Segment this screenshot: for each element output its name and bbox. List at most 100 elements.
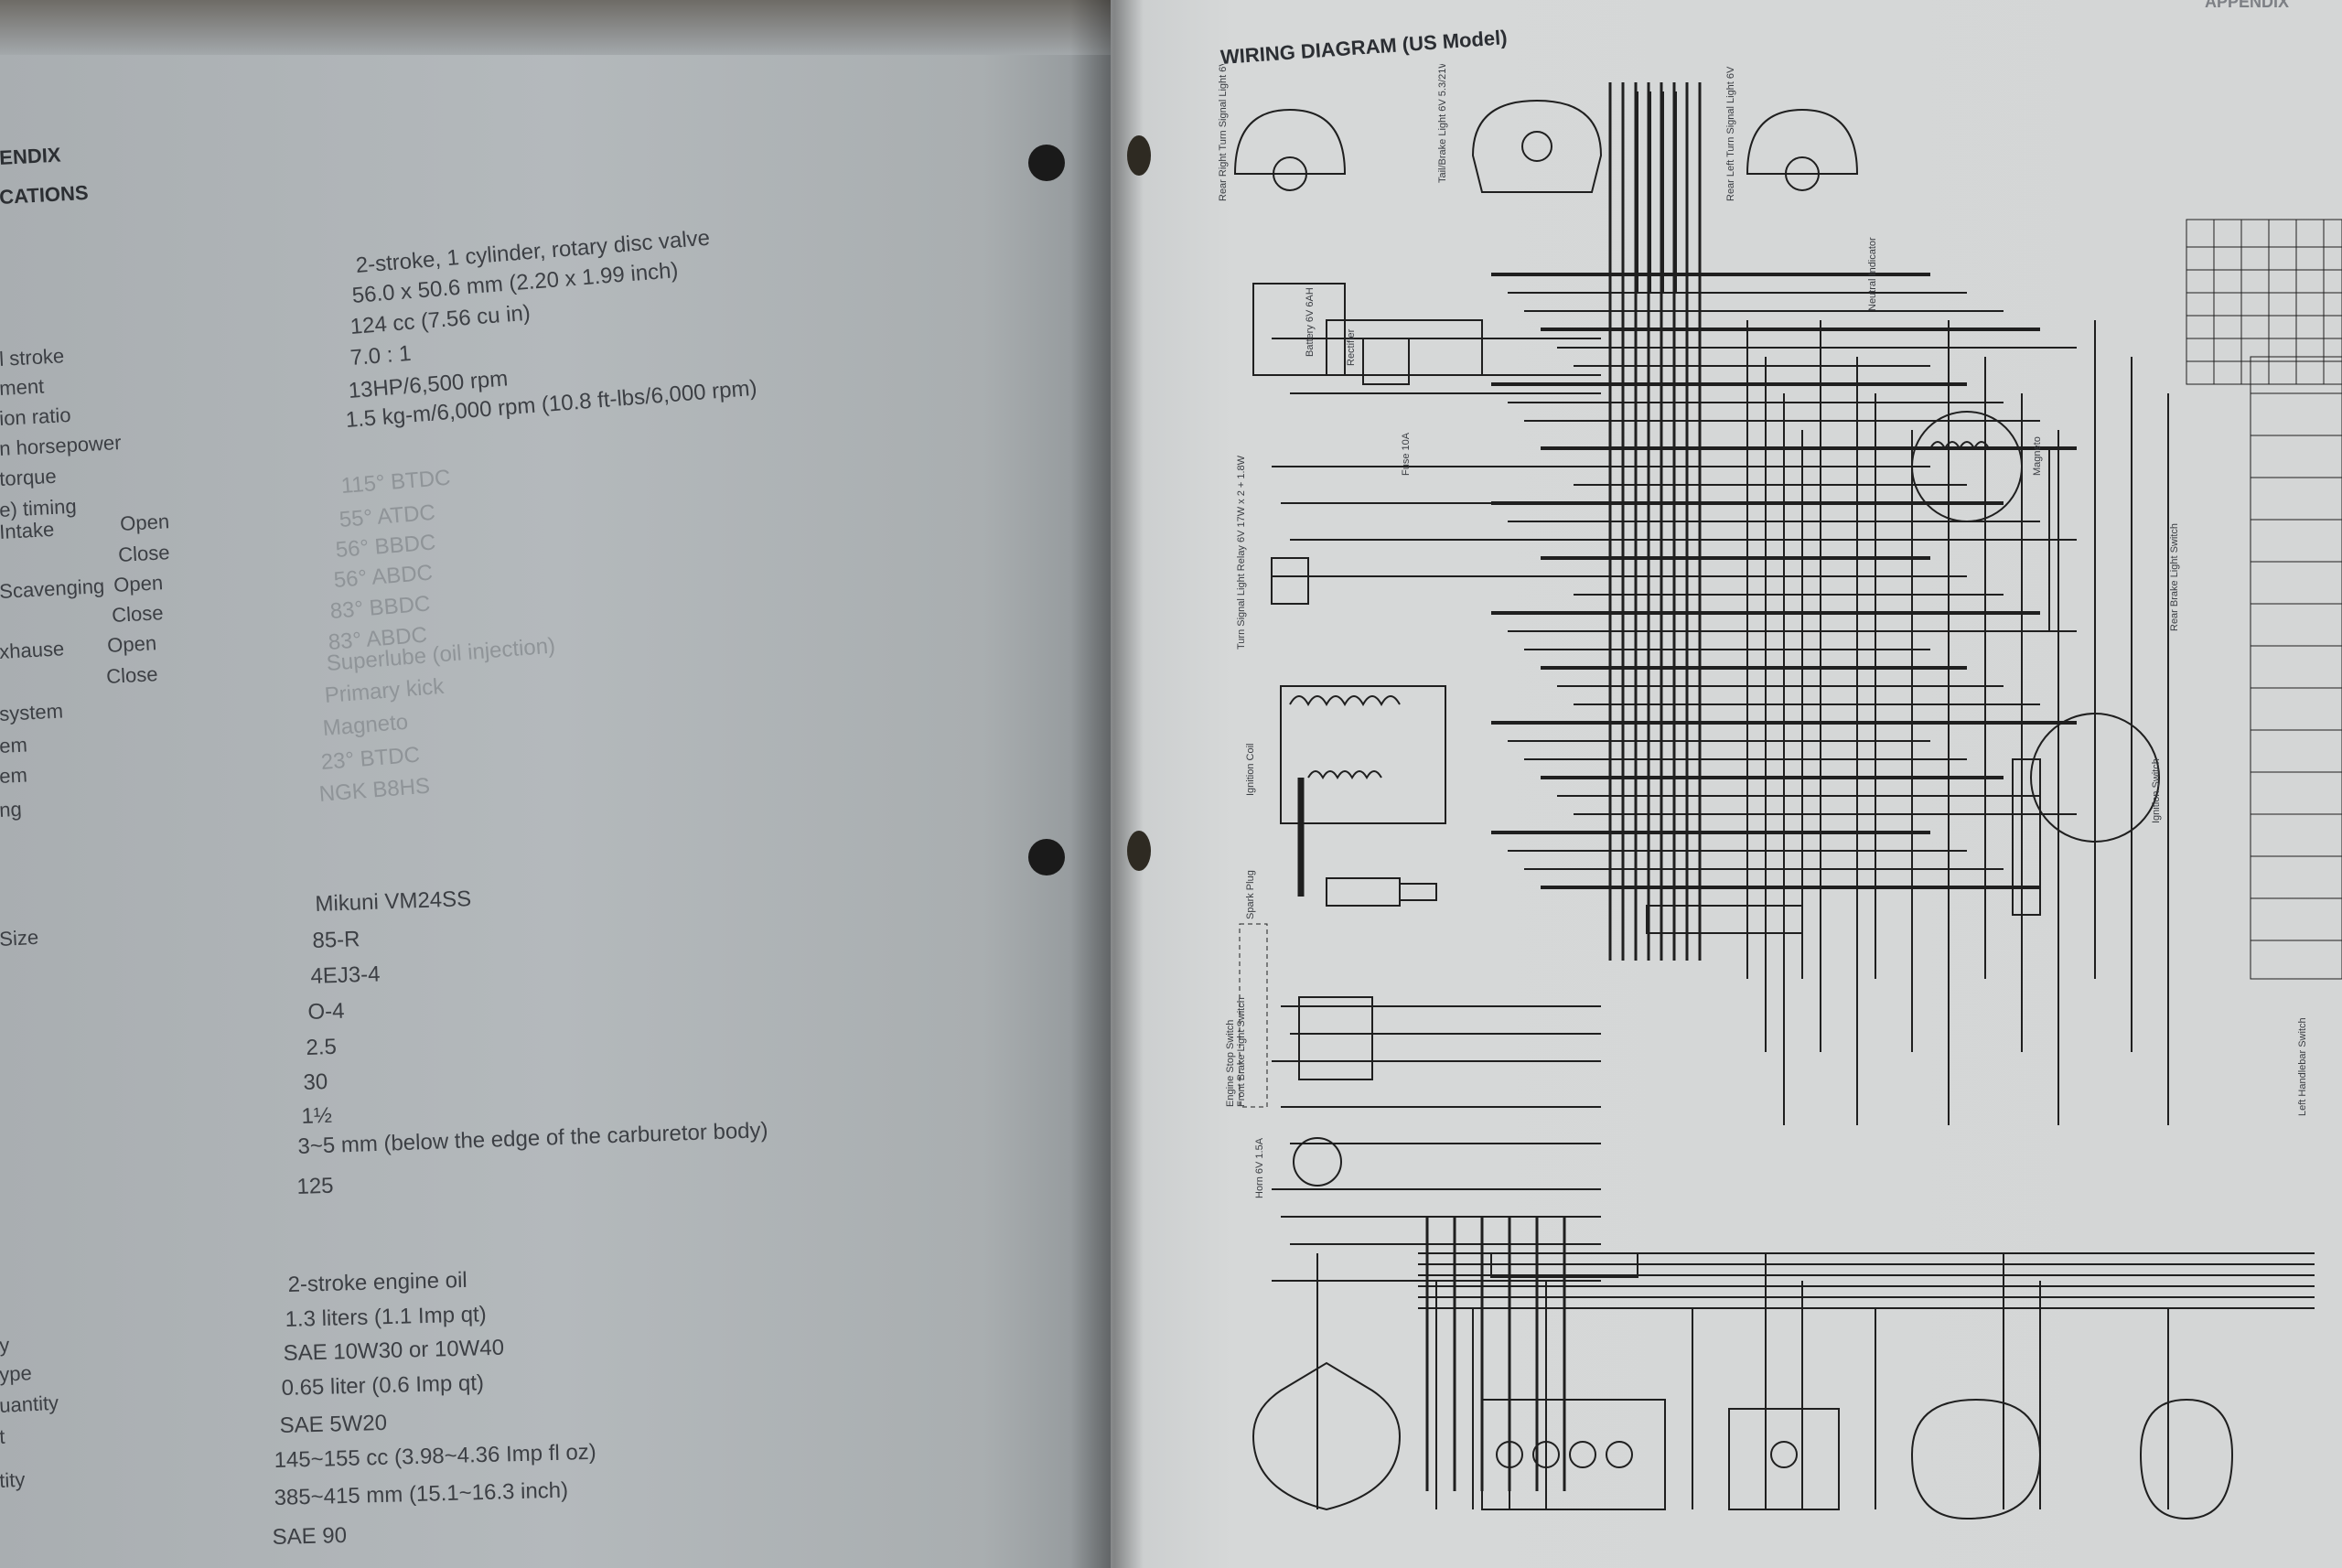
spec-value: O-4: [307, 998, 345, 1026]
spec-label: Intake: [0, 517, 55, 544]
magneto: [1911, 411, 2023, 522]
spark-plug: [1326, 877, 1401, 907]
rear-left-turn-signal-lamp: [1746, 108, 1859, 175]
spec-label: ion ratio: [0, 403, 72, 431]
spec-value: 1.3 liters (1.1 Imp qt): [285, 1302, 487, 1333]
spec-label: y: [0, 1333, 10, 1358]
component-caption: Rectifier: [1346, 328, 1357, 366]
specifications-heading: CATIONS: [0, 180, 90, 209]
component-caption: Tail/Brake Light 6V 5.3/21W: [1437, 64, 1448, 183]
lamp-bulb: [1273, 156, 1307, 191]
wiring-diagram: Rear Right Turn Signal Light 6V 17W Tail/…: [1218, 64, 2342, 1520]
rectifier: [1326, 319, 1483, 376]
component-caption: Rear Brake Light Switch: [2169, 523, 2180, 631]
spec-label: xhause: [0, 637, 65, 664]
spark-plug-tip: [1399, 883, 1437, 901]
speedometer-bulb: [1770, 1441, 1798, 1468]
spec-value: 30: [303, 1069, 328, 1096]
color-code-table: [2186, 219, 2342, 385]
component-caption: Magneto: [2032, 436, 2043, 476]
appendix-heading: ENDIX: [0, 143, 62, 170]
spec-value: 85-R: [312, 927, 360, 954]
spec-label: ment: [0, 374, 45, 401]
component-caption: Left Handlebar Switch: [2297, 1017, 2308, 1116]
turn-signal-relay: [1271, 557, 1309, 605]
timing-open-close-label: Open: [106, 631, 157, 658]
spec-label: Size: [0, 925, 39, 951]
lamp-bulb: [1521, 131, 1552, 162]
battery: [1252, 283, 1346, 376]
appendix-tag: APPENDIX: [2205, 0, 2290, 11]
spec-value: 2.5: [306, 1034, 338, 1061]
spec-value: 2-stroke engine oil: [287, 1267, 468, 1298]
binder-hole-bottom: [1028, 839, 1065, 875]
gutter-shadow: [1070, 0, 1144, 1568]
spec-label: system: [0, 699, 64, 726]
lamp-bulb: [1785, 156, 1820, 191]
component-caption: Ignition Switch: [2151, 758, 2162, 823]
binder-hole-right-top: [1127, 135, 1151, 176]
spec-value: Mikuni VM24SS: [315, 886, 472, 918]
spec-label: em: [0, 733, 28, 758]
indicator-lamp: [1496, 1441, 1523, 1468]
spec-label: l stroke: [0, 344, 65, 371]
spec-value: SAE 5W20: [279, 1410, 388, 1439]
meter-cluster: [1481, 1399, 1666, 1510]
indicator-lamp: [1532, 1441, 1560, 1468]
switch-chart-table: [2250, 356, 2342, 980]
timing-open-close-label: Close: [111, 601, 165, 628]
component-caption: Ignition Coil: [1245, 744, 1256, 796]
ignition-coil: [1280, 685, 1446, 824]
spec-label: tity: [0, 1467, 27, 1493]
left-page: [0, 0, 1116, 1568]
binder-hole-top: [1028, 145, 1065, 181]
ignition-switch: [2030, 713, 2160, 843]
timing-open-close-label: Open: [113, 571, 164, 597]
switch-box: [1298, 996, 1373, 1080]
spec-value: SAE 90: [272, 1522, 348, 1551]
spec-value: 125: [296, 1173, 334, 1200]
tail-brake-lamp: [1471, 99, 1603, 193]
spec-label: ype: [0, 1361, 33, 1387]
component-caption: Rear Right Turn Signal Light 6V 17W: [1218, 64, 1229, 201]
switch-group-outline: [1239, 923, 1268, 1108]
speedometer-light: [1728, 1408, 1840, 1510]
component-caption: Turn Signal Light Relay 6V 17W x 2 + 1.8…: [1236, 455, 1247, 650]
component-caption: Front Brake Light Switch: [1236, 997, 1247, 1107]
spec-value: 1½: [301, 1102, 333, 1130]
component-caption: Battery 6V 6AH: [1305, 287, 1316, 357]
component-caption: Horn 6V 1.5A: [1254, 1137, 1265, 1198]
component-caption: Engine Stop Switch: [1225, 1020, 1236, 1107]
spec-value: 0.65 liter (0.6 Imp qt): [281, 1370, 485, 1402]
rear-right-turn-signal-lamp: [1233, 108, 1347, 175]
headlight: [1252, 1361, 1402, 1511]
horn: [1293, 1137, 1342, 1187]
spec-label: ng: [0, 797, 23, 822]
junction-connector: [1646, 905, 1803, 934]
component-caption: Fuse 10A: [1401, 432, 1412, 476]
page-top-shadow: [0, 0, 1116, 55]
spec-value: 7.0 : 1: [349, 340, 413, 371]
front-right-turn-signal: [1910, 1398, 2042, 1520]
coil-winding: [1307, 770, 1382, 780]
junction-connector: [1490, 1252, 1638, 1278]
component-caption: Rear Left Turn Signal Light 6V 17W: [1725, 64, 1736, 201]
coil-winding: [1289, 695, 1401, 707]
timing-open-close-label: Close: [105, 662, 159, 689]
indicator-lamp: [1569, 1441, 1596, 1468]
front-left-turn-signal: [2139, 1398, 2234, 1520]
timing-open-close-label: Close: [117, 541, 171, 567]
right-page: [1111, 0, 2342, 1568]
rectifier-body: [1362, 338, 1410, 385]
junction-connector: [2012, 758, 2041, 916]
component-caption: Spark Plug: [1245, 870, 1256, 919]
indicator-lamp: [1606, 1441, 1633, 1468]
junction-connector: [2021, 447, 2050, 632]
spec-label: em: [0, 763, 28, 789]
spec-label: torque: [0, 464, 58, 491]
magneto-coil: [1929, 441, 1990, 451]
timing-open-close-label: Open: [119, 510, 170, 536]
spec-value: 4EJ3-4: [310, 961, 381, 990]
component-caption: Neutral Indicator: [1867, 237, 1878, 311]
